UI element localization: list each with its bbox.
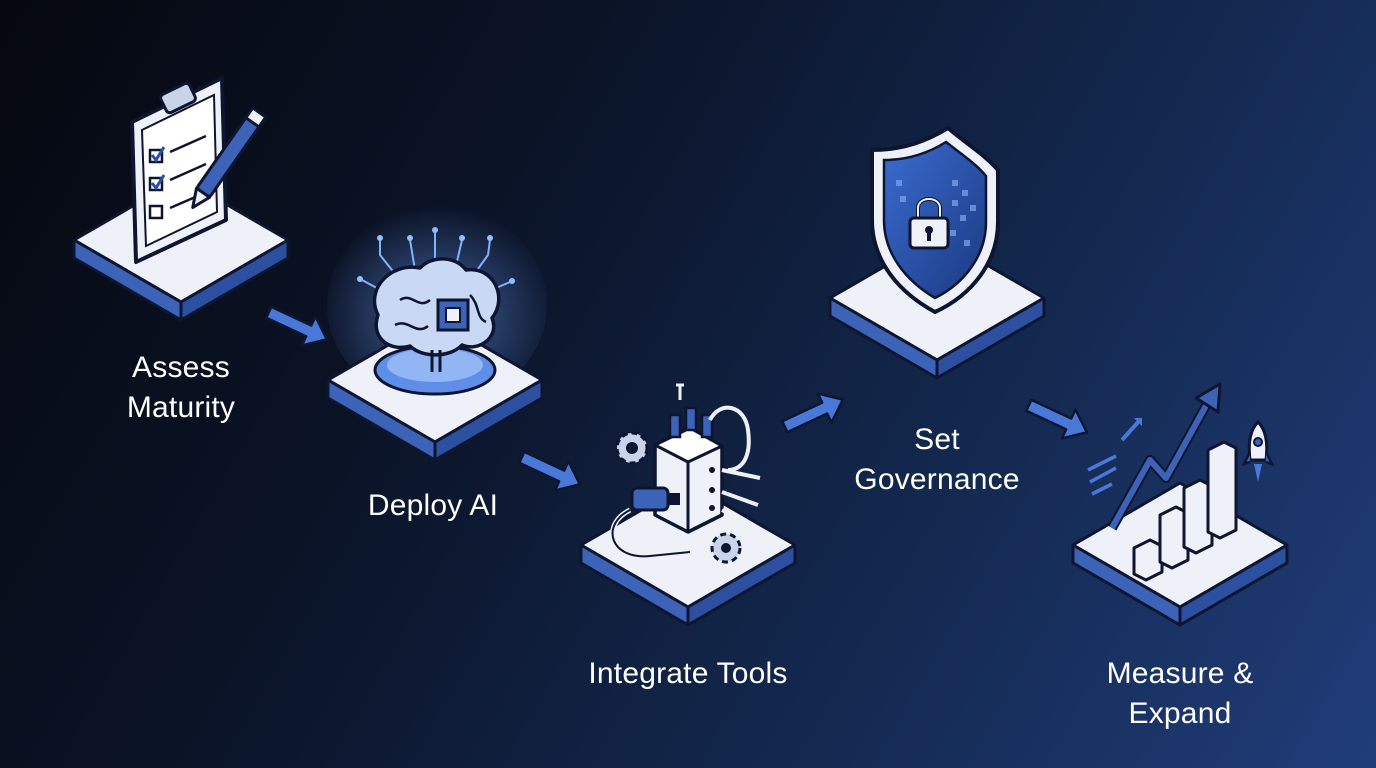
- step-4-label: Set Governance: [854, 423, 1020, 496]
- security-shield-lock-icon: [870, 126, 1000, 314]
- step-3-label: Integrate Tools: [588, 657, 788, 690]
- arrow-4-to-5: [1020, 389, 1095, 449]
- clipboard-checklist-icon: [130, 76, 268, 264]
- ai-brain-chip-icon: [357, 227, 515, 396]
- arrow-3-to-4: [776, 383, 851, 443]
- step-2-deploy-ai: [326, 205, 547, 462]
- step-1-assess-maturity: [72, 76, 290, 322]
- growth-chart-rocket-icon: [1087, 382, 1275, 582]
- connector-hub-icon: [610, 383, 761, 564]
- step-5-label: Measure & Expand: [1106, 657, 1254, 730]
- arrow-1-to-2: [260, 296, 335, 356]
- step-3-integrate-tools: [579, 383, 797, 627]
- step-2-label: Deploy AI: [367, 489, 499, 522]
- step-4-set-governance: [828, 126, 1046, 380]
- step-1-label: Assess Maturity: [126, 351, 236, 424]
- arrow-2-to-3: [513, 441, 588, 501]
- step-5-measure-expand: [1071, 382, 1289, 627]
